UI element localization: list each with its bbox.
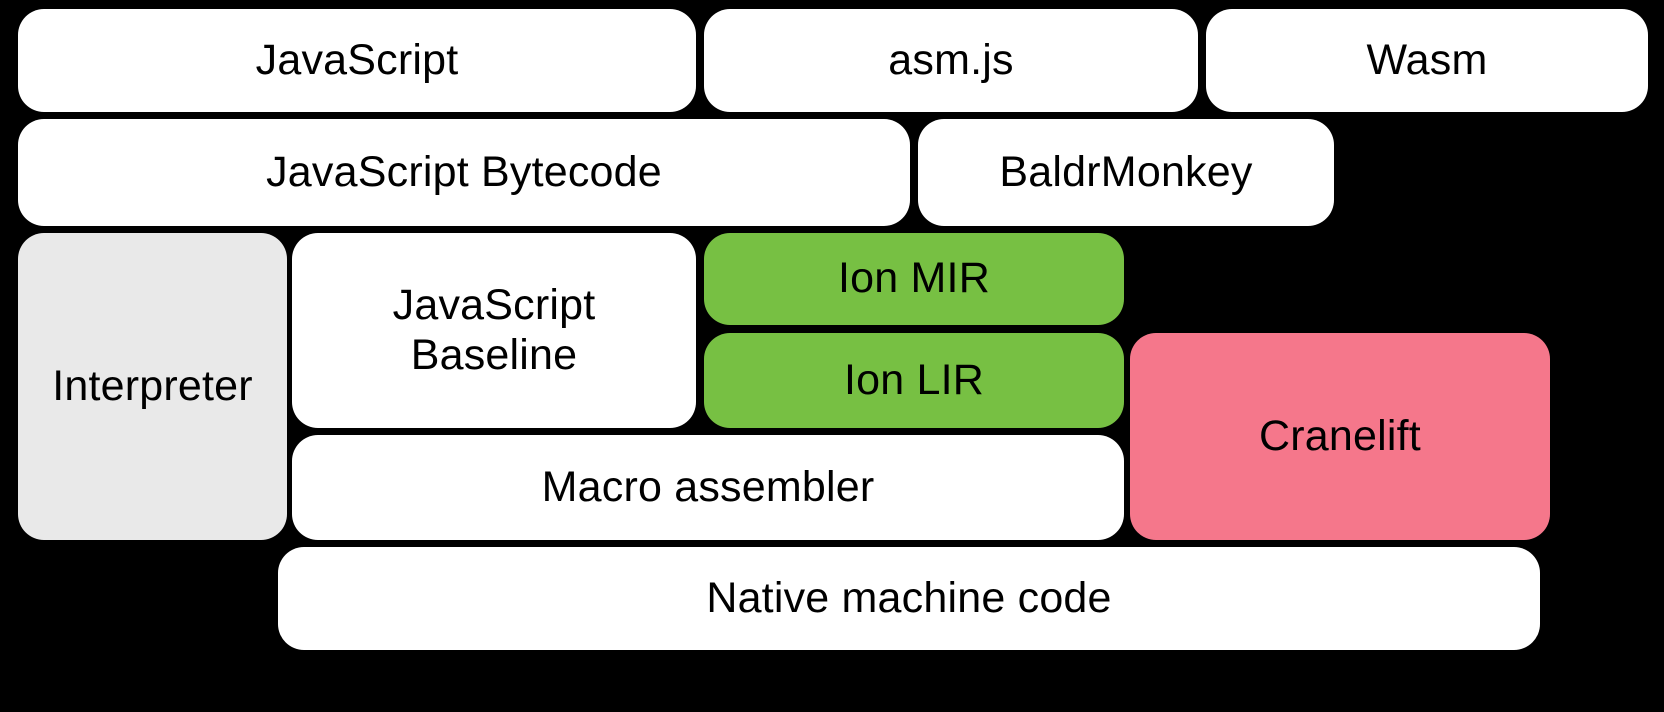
box-javascript-baseline[interactable]: JavaScript Baseline [292, 233, 696, 428]
box-macro-assembler[interactable]: Macro assembler [292, 435, 1124, 540]
box-javascript[interactable]: JavaScript [18, 9, 696, 112]
box-interpreter[interactable]: Interpreter [18, 233, 287, 540]
box-cranelift[interactable]: Cranelift [1130, 333, 1550, 540]
box-ion-lir[interactable]: Ion LIR [704, 333, 1124, 428]
box-ion-mir[interactable]: Ion MIR [704, 233, 1124, 325]
box-javascript-bytecode[interactable]: JavaScript Bytecode [18, 119, 910, 226]
box-baldrmonkey[interactable]: BaldrMonkey [918, 119, 1334, 226]
box-native-machine-code[interactable]: Native machine code [278, 547, 1540, 650]
box-asm-js[interactable]: asm.js [704, 9, 1198, 112]
box-wasm[interactable]: Wasm [1206, 9, 1648, 112]
